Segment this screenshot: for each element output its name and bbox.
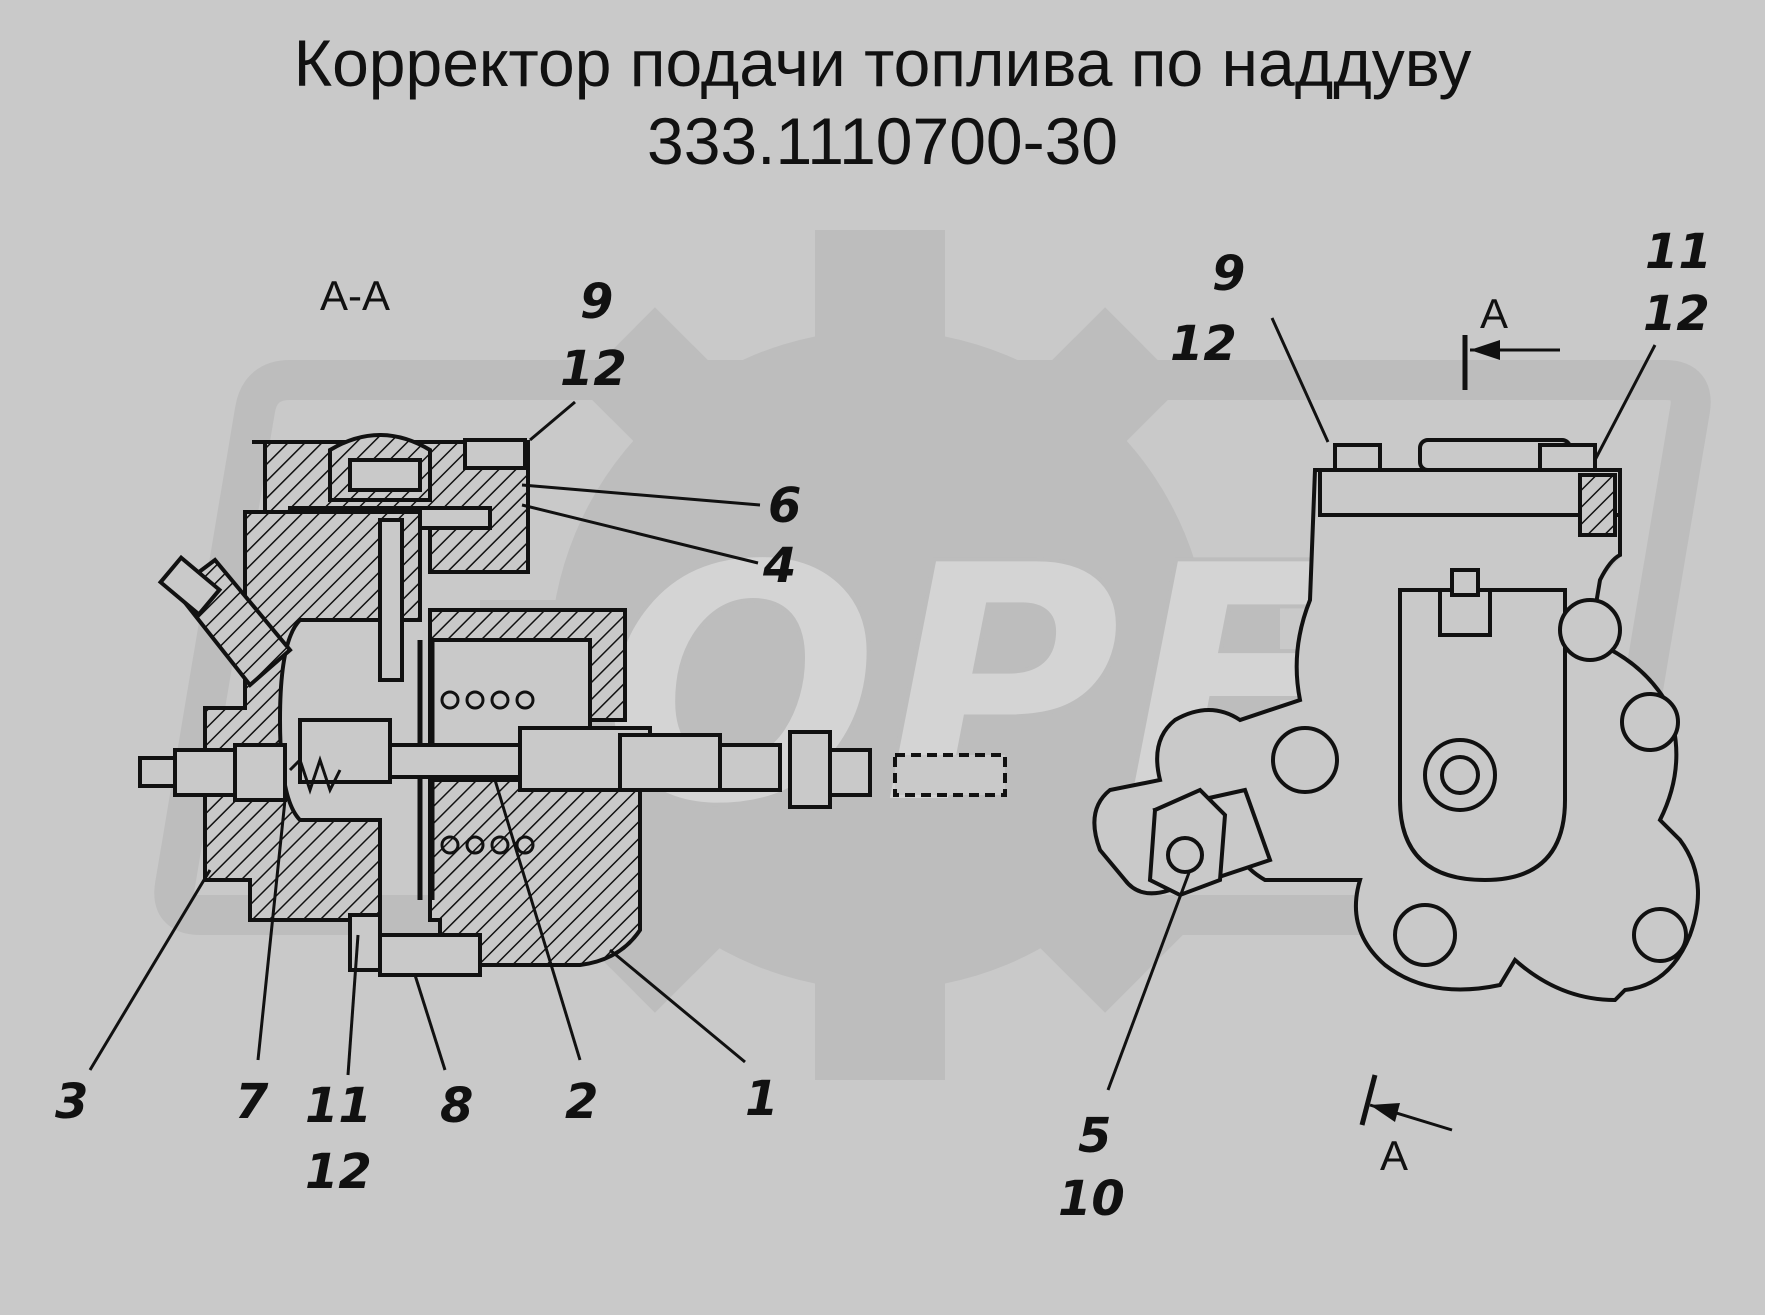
callout-10: 10: [1058, 1171, 1125, 1227]
callout-6: 6: [768, 478, 801, 534]
section-arrow-top: [1462, 335, 1560, 390]
callout-3: 3: [55, 1074, 88, 1130]
callout-9-left: 9: [580, 274, 613, 330]
front-view-drawing: [1092, 438, 1700, 1003]
callout-4: 4: [762, 538, 796, 594]
view-mark-bottom: A: [1380, 1132, 1408, 1179]
callout-12-far-right: 12: [1643, 286, 1710, 342]
callout-5: 5: [1078, 1108, 1111, 1164]
leader-lines: [88, 317, 1657, 1091]
part-number: 333.1110700-30: [647, 104, 1118, 178]
callout-2: 2: [565, 1074, 598, 1130]
callout-12-right: 12: [1170, 316, 1237, 372]
callout-12-left: 12: [560, 341, 627, 397]
callout-8: 8: [440, 1078, 473, 1134]
diagram-title: Корректор подачи топлива по наддуву: [293, 26, 1472, 100]
callout-12-bottom: 12: [305, 1144, 372, 1200]
callout-9-right: 9: [1212, 246, 1245, 302]
callout-11-right: 11: [1645, 224, 1712, 280]
callout-1: 1: [745, 1071, 778, 1127]
callout-7: 7: [235, 1074, 269, 1130]
section-label: A-A: [320, 272, 390, 319]
callout-11-bottom: 11: [305, 1078, 372, 1134]
section-arrow-bottom: [1359, 1074, 1453, 1132]
view-mark-top: A: [1480, 290, 1508, 337]
section-view-drawing: [138, 433, 1007, 977]
